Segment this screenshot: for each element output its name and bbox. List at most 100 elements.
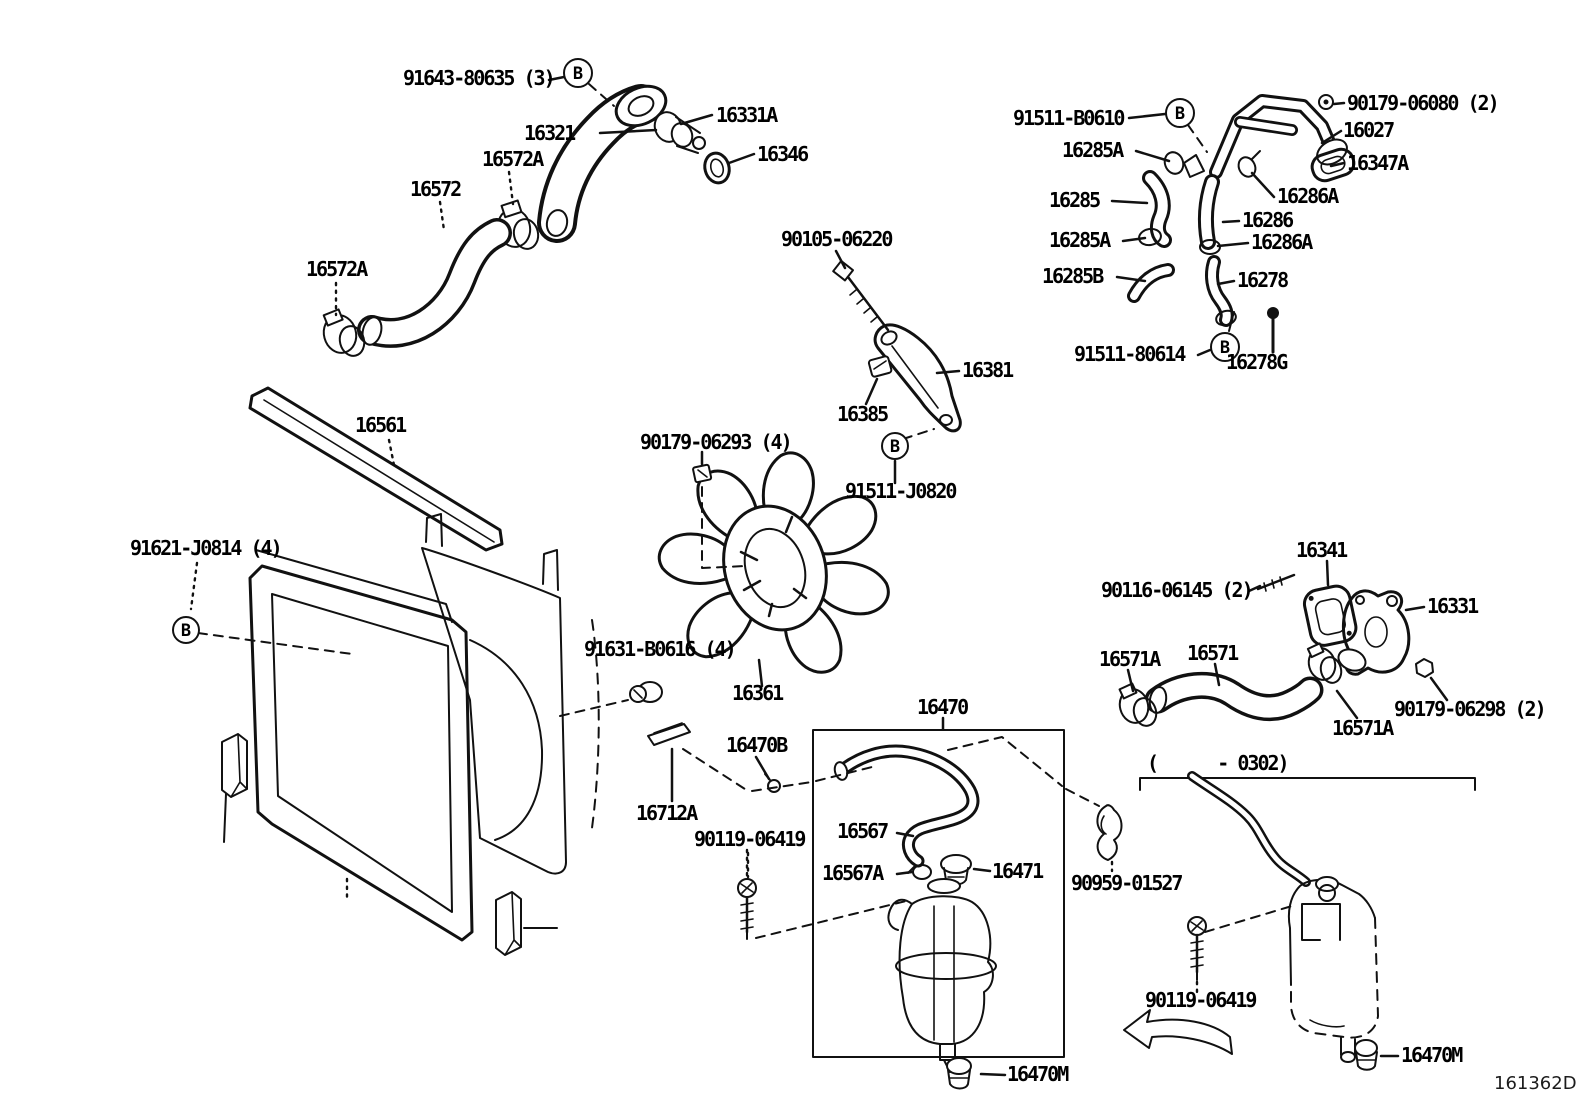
hose-16572-opening <box>361 316 383 346</box>
label-91621-j0814: 91621-J0814 (4) <box>130 536 281 560</box>
reservoir-group <box>629 463 1065 1090</box>
radiator-outer-frame <box>248 564 474 942</box>
fan-hub-hatch <box>739 515 808 618</box>
bolt-90105-06220-drawing <box>832 259 890 332</box>
bracket-16381-drawing <box>873 323 962 433</box>
label-16572a-top: 16572A <box>482 147 544 171</box>
label-16285a-2: 16285A <box>1049 228 1111 252</box>
callout-b-4: B <box>881 432 909 460</box>
bolt-16278g-drawing <box>1267 307 1279 354</box>
part-labels: 91643-80635 (3) 16321 16331A 16346 16572… <box>130 66 1577 1094</box>
bolt-90179-06080 <box>1318 94 1334 110</box>
bracket-16381-group <box>832 259 962 433</box>
fan-hub-inner <box>743 527 807 609</box>
shroud-stub-left <box>425 513 443 547</box>
bracket-16712a-drawing <box>647 722 691 746</box>
fan-16361-drawing <box>655 448 895 684</box>
label-16346: 16346 <box>757 142 808 166</box>
label-91511-b0610: 91511-B0610 <box>1013 106 1124 130</box>
callout-letter: B <box>1175 104 1185 124</box>
label-16286: 16286 <box>1242 208 1293 232</box>
callout-b-1: B <box>563 58 593 88</box>
shroud-stub-right <box>542 549 559 591</box>
tank-0302-drawing <box>1287 876 1379 1063</box>
label-16385: 16385 <box>837 402 888 426</box>
label-90179-06298: 90179-06298 (2) <box>1394 697 1545 721</box>
label-16571a-right: 16571A <box>1332 716 1394 740</box>
direction-arrow <box>1123 1009 1233 1055</box>
nut-16385-drawing <box>867 355 893 378</box>
label-91631-b0616: 91631-B0616 (4) <box>584 637 735 661</box>
old-type-tank-group <box>1096 771 1476 1071</box>
fan-shroud-opening <box>469 639 544 841</box>
label-16285: 16285 <box>1049 188 1100 212</box>
shroud-hidden-edge <box>591 619 600 829</box>
label-91511-j0820: 91511-J0820 <box>845 479 956 503</box>
label-16571: 16571 <box>1187 641 1239 665</box>
callout-letter: B <box>573 64 583 84</box>
label-16572a-left: 16572A <box>306 257 368 281</box>
clamp-16571a-left-drawing <box>1118 682 1158 727</box>
label-16285a-1: 16285A <box>1062 138 1124 162</box>
label-90179-06293: 90179-06293 (4) <box>640 430 791 454</box>
label-16712a: 16712A <box>636 801 698 825</box>
screw-90119-1-drawing <box>737 878 757 940</box>
callout-letter: B <box>890 437 900 457</box>
callout-b-2: B <box>1165 98 1195 128</box>
callout-letter: B <box>1220 338 1230 358</box>
screw-90119-2-drawing <box>1187 916 1207 981</box>
housing-16331-drawing <box>1337 589 1411 676</box>
label-91511-80614: 91511-80614 <box>1074 342 1186 366</box>
label-16567: 16567 <box>837 819 888 843</box>
label-16470: 16470 <box>917 695 968 719</box>
gasket-16341-drawing <box>1302 584 1358 647</box>
label-90119-1: 90119-06419 <box>694 827 805 851</box>
clamp-16286a-1 <box>1237 150 1261 178</box>
label-16561: 16561 <box>355 413 407 437</box>
label-16331a-top: 16331A <box>716 103 778 127</box>
label-16286a-1: 16286A <box>1277 184 1339 208</box>
hose-old-tank <box>1187 771 1311 887</box>
label-90116-06145: 90116-06145 (2) <box>1101 578 1252 602</box>
thermostat-16331a-drawing <box>653 111 706 154</box>
label-16278g: 16278G <box>1226 350 1288 374</box>
bolt-91631-drawing <box>629 681 663 703</box>
bolt-90179-06293-drawing <box>692 463 713 484</box>
cushion-16562-right-drawing <box>495 891 558 956</box>
label-16331: 16331 <box>1427 594 1479 618</box>
water-inlet-group <box>1118 573 1434 727</box>
clamp-16572a-left-drawing <box>322 308 366 357</box>
plug-16470m-1-drawing <box>946 1057 972 1090</box>
callouts: B B B B B <box>172 58 1240 644</box>
outlet-flange <box>614 84 668 128</box>
label-16278: 16278 <box>1237 268 1288 292</box>
pipe-16027-bracket <box>1183 154 1205 178</box>
leader-lines <box>547 75 1449 1077</box>
label-90105-06220: 90105-06220 <box>781 227 892 251</box>
water-outlet-group <box>322 84 731 357</box>
label-16347a: 16347A <box>1347 151 1409 175</box>
label-90959-01527: 90959-01527 <box>1071 871 1182 895</box>
oring-16346-drawing <box>703 151 731 185</box>
clamp-16571a-right-drawing <box>1306 642 1343 684</box>
label-16381: 16381 <box>962 358 1014 382</box>
label-91643-80635: 91643-80635 (3) <box>403 66 554 90</box>
cushion-16562-left-drawing <box>221 733 248 843</box>
label-16285b: 16285B <box>1042 264 1104 288</box>
fan-shroud-panel <box>421 547 567 875</box>
plug-16470m-2-drawing <box>1354 1039 1378 1071</box>
label-16321: 16321 <box>524 121 576 145</box>
label-16571a-left: 16571A <box>1099 647 1161 671</box>
label-16286a-2: 16286A <box>1251 230 1313 254</box>
outlet-pipe-opening <box>545 209 569 237</box>
radiator-assembly-drawing <box>221 513 600 956</box>
label-16470b: 16470B <box>726 733 788 757</box>
reservoir-box-16470 <box>812 729 1065 1058</box>
nut-90179-06298-drawing <box>1415 658 1434 678</box>
label-16567a: 16567A <box>822 861 884 885</box>
callout-b-5: B <box>172 616 200 644</box>
label-applicability: ( - 0302) <box>1147 751 1288 775</box>
dotted-leader-lines <box>189 170 1199 994</box>
